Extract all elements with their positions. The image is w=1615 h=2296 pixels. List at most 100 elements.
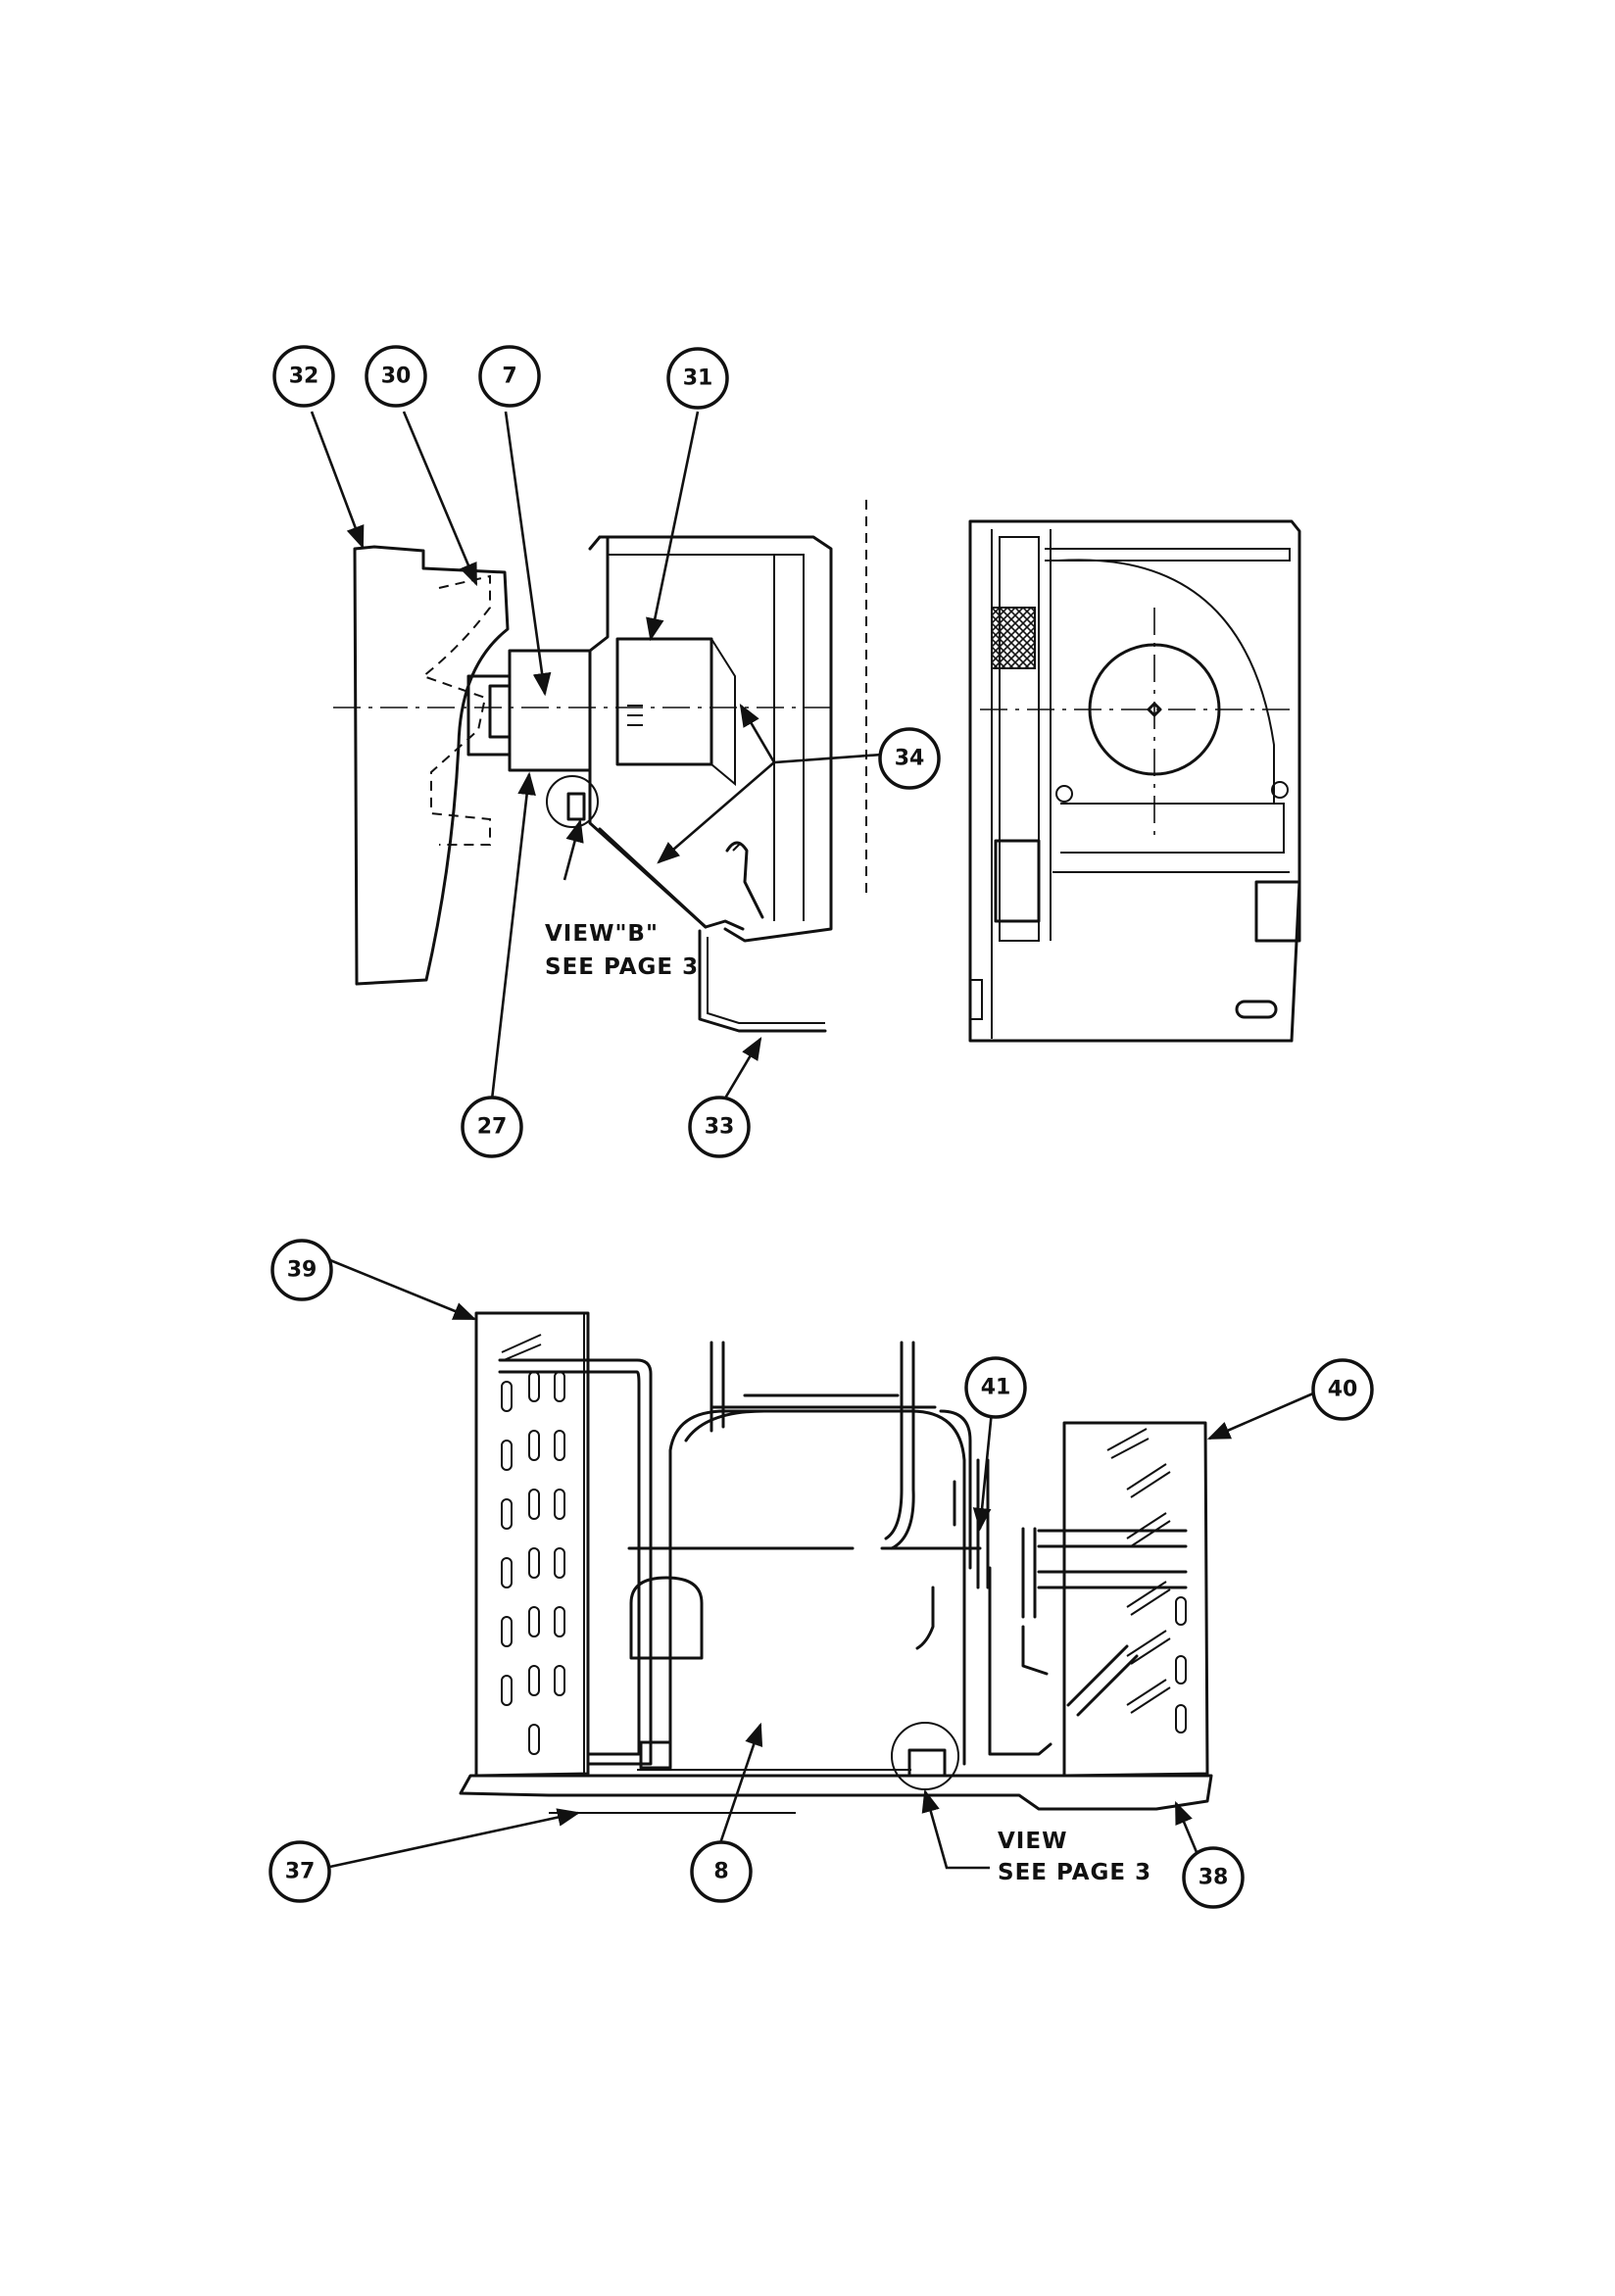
callout-34: 34 [878,727,941,790]
left-coil-fins [501,1334,565,1755]
front-view-channel-inner [999,536,1040,942]
suction-tube [900,1341,915,1491]
view-note-line1: VIEW [998,1829,1067,1854]
right-coil-tube-upper [1037,1529,1188,1548]
blower-housing [598,535,833,943]
leader-27 [490,771,536,1100]
suction-header [743,1393,900,1409]
leader-lines [310,411,1314,1870]
right-pipe [988,1566,1052,1756]
front-view-foot [970,979,983,1020]
callout-41: 41 [964,1356,1027,1419]
front-view-oval-slot [1235,1000,1278,1019]
callout-34-label: 34 [895,747,925,771]
cap-tube-bend [915,1586,935,1650]
callout-27-label: 27 [477,1115,508,1140]
callout-30: 30 [365,345,427,408]
leader-33 [721,1036,762,1102]
left-coil-tube-inner [498,1370,641,1756]
leader-view [921,1788,990,1870]
motor-shaft [488,684,512,739]
blower-scroll [615,637,713,766]
mount-grommet [566,792,586,821]
callout-32: 32 [272,345,335,408]
base-pan [459,1774,1213,1811]
blower-scroll-arc [1057,559,1275,804]
compressor-mount-right [907,1748,947,1778]
process-tube-left [710,1341,725,1429]
base-bracket [698,929,827,1033]
right-pipe-valve [1021,1625,1049,1676]
view-circle [891,1722,959,1790]
right-coil [1062,1421,1209,1778]
view-b-note-line1: VIEW"B" [545,921,659,947]
callout-38-label: 38 [1199,1866,1229,1890]
fan-motor-side-view [333,500,867,1033]
callout-30-label: 30 [381,365,412,389]
compressor-shell [668,1409,966,1766]
blower-scroll-side [710,638,736,787]
callout-41-label: 41 [981,1376,1011,1400]
callout-32-label: 32 [289,365,319,389]
callout-38: 38 [1182,1846,1245,1909]
front-view-frame [968,519,1301,1043]
hook-tip [732,842,742,852]
callout-8-label: 8 [713,1860,728,1884]
right-coil-diag-tube [1066,1644,1139,1717]
leader-32 [310,411,365,550]
leader-39 [324,1256,477,1321]
front-view-mesh-grille [991,607,1036,669]
callout-33: 33 [688,1096,751,1158]
callout-39: 39 [270,1239,333,1301]
blower-housing-inner [608,554,805,921]
front-view-lower-plate [1060,803,1285,854]
hook-bracket [725,841,764,919]
leader-34b [657,761,775,864]
fan-blade-outline [420,574,491,846]
leader-31 [646,411,700,642]
left-coil-tube [498,1358,653,1766]
view-note-line2: SEE PAGE 3 [998,1860,1151,1885]
lower-panel-edge [598,827,745,931]
leader-37 [324,1808,581,1870]
leader-8 [717,1722,763,1847]
compressor-top-curve [684,1409,766,1442]
return-tube [939,1409,972,1570]
callout-27: 27 [461,1096,523,1158]
unit-front-view [968,519,1301,1043]
fan-shroud [353,545,510,986]
accumulator [629,1576,704,1660]
callout-39-label: 39 [287,1258,318,1283]
leader-view-b [563,818,584,881]
callout-37-label: 37 [285,1860,316,1884]
leader-30 [402,411,478,587]
lower-panel [588,768,708,929]
leader-40 [1206,1392,1314,1441]
right-pipe-drier [1021,1527,1037,1619]
callout-37: 37 [269,1840,331,1903]
callout-40: 40 [1311,1358,1374,1421]
compressor-mount-left [639,1740,672,1770]
callout-8: 8 [690,1840,753,1903]
right-coil-tube-lower [1037,1570,1188,1589]
base-bracket-inner [707,937,825,1024]
fan-motor [508,649,592,772]
callout-31: 31 [666,347,729,410]
callout-40-label: 40 [1328,1378,1358,1402]
motor-bracket [588,535,610,653]
front-view-control-box [994,839,1041,923]
suction-tube-bend [884,1488,915,1550]
screw-right [1271,781,1289,799]
leader-34a [739,703,883,764]
front-view-top-rail [1045,548,1291,562]
filter-drier [953,1480,972,1527]
left-coil [474,1311,590,1778]
screw-left [1055,785,1073,803]
leader-41 [972,1410,994,1532]
right-coil-fins [1106,1428,1187,1734]
view-b-note-line2: SEE PAGE 3 [545,954,699,980]
callout-33-label: 33 [705,1115,735,1140]
front-view-side-box [1254,880,1301,943]
